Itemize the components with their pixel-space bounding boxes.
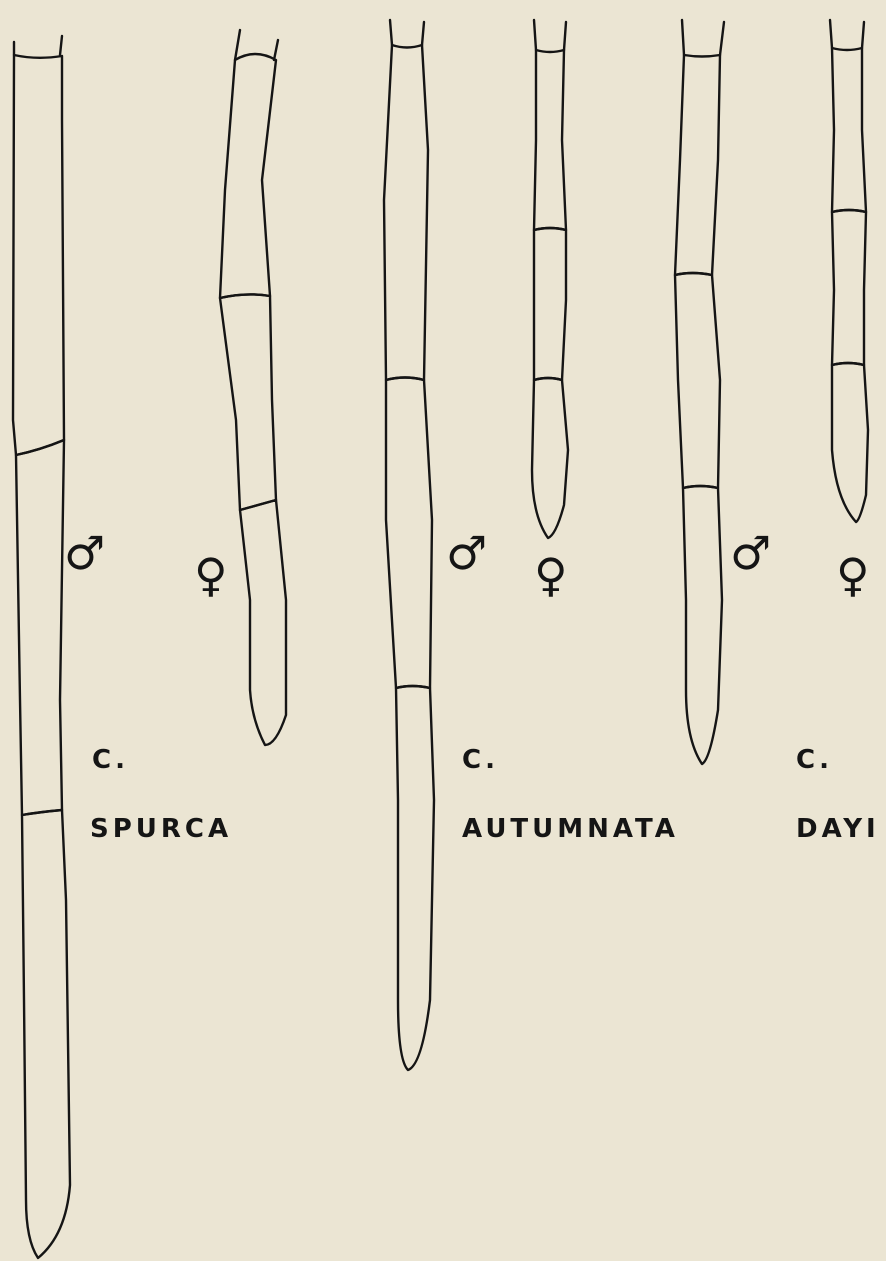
antenna-segment (220, 54, 276, 298)
spurca-species-label: SPURCA (90, 816, 232, 842)
male-symbol: ♂ (64, 530, 105, 576)
antenna-segment (832, 210, 866, 365)
dayi-species-label: DAYI (796, 816, 880, 842)
spurca-female-antenna (220, 30, 286, 745)
antenna-segment (832, 363, 868, 522)
antenna-segment (683, 486, 722, 764)
spurca-male-antenna (13, 36, 70, 1258)
antenna-stub (390, 20, 424, 45)
female-symbol: ♀ (534, 552, 568, 598)
antenna-stub (534, 20, 566, 50)
spurca-genus-label: C. (92, 747, 129, 773)
antenna-segment (675, 55, 720, 275)
antenna-stub (14, 36, 62, 55)
antenna-stub (830, 20, 864, 48)
antenna-segment (13, 55, 64, 455)
antenna-segment (534, 50, 566, 230)
autumnata-female-antenna (532, 20, 568, 538)
autumnata-male-antenna (384, 20, 434, 1070)
antenna-segment (832, 48, 866, 212)
male-symbol: ♂ (446, 530, 487, 576)
female-symbol: ♀ (836, 552, 870, 598)
antenna-segment (534, 228, 566, 380)
female-symbol: ♀ (194, 552, 228, 598)
antenna-segment (22, 810, 70, 1258)
antenna-segment (240, 500, 286, 745)
dayi-female-antenna (830, 20, 868, 522)
autumnata-genus-label: C. (462, 747, 499, 773)
antenna-segment (396, 686, 434, 1070)
dayi-genus-label: C. (796, 747, 833, 773)
male-symbol: ♂ (730, 530, 771, 576)
antenna-segment (16, 440, 64, 815)
antenna-segment (386, 378, 432, 689)
antenna-segment (532, 378, 568, 538)
autumnata-species-label: AUTUMNATA (462, 816, 679, 842)
antenna-segment (675, 273, 720, 488)
dayi-male-antenna (675, 20, 724, 764)
antenna-segment (384, 45, 428, 380)
antenna-stub (682, 20, 724, 55)
antenna-segment (220, 294, 276, 510)
